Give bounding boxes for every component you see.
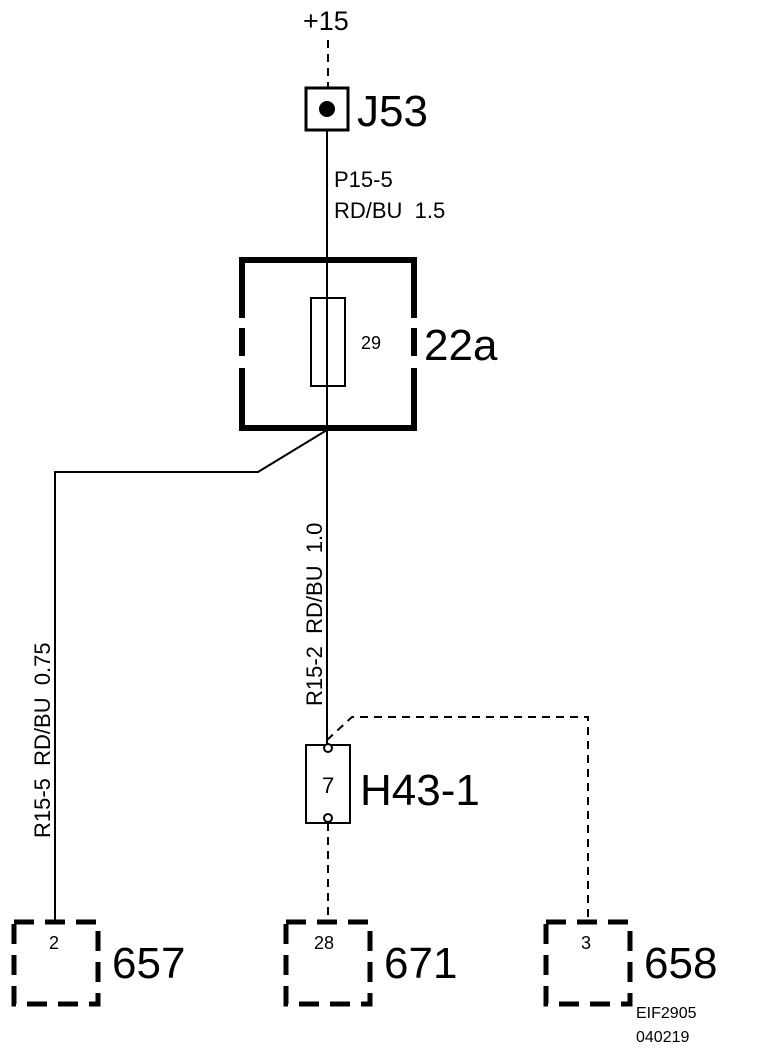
reference-date: 040219	[636, 1029, 689, 1046]
supply-wire-spec: RD/BU 1.5	[334, 198, 445, 223]
fuse-number: 29	[361, 333, 381, 353]
connector-pin-label: 7	[322, 773, 334, 798]
junction-dot	[319, 101, 335, 117]
component-671-box	[283, 919, 373, 1007]
connector-label: H43-1	[360, 766, 480, 815]
component-671-pin: 28	[314, 933, 334, 953]
reference-code: EIF2905	[636, 1005, 697, 1022]
component-671-label: 671	[384, 939, 457, 988]
center-wire-label: R15-2 RD/BU 1.0	[302, 523, 327, 706]
component-658-label: 658	[644, 939, 717, 988]
left-wire-label: R15-5 RD/BU 0.75	[30, 642, 55, 838]
component-657-box	[11, 919, 101, 1007]
dashed-link-658	[326, 716, 589, 922]
connector-pin-top	[323, 743, 333, 753]
connector-pin-bottom	[323, 813, 333, 823]
component-657-label: 657	[112, 939, 185, 988]
left-branch-wire	[54, 429, 328, 922]
component-658-pin: 3	[581, 933, 591, 953]
fuse-box-label: 22a	[424, 321, 498, 370]
power-label: +15	[303, 6, 349, 36]
junction-label: J53	[357, 87, 428, 136]
supply-wire-code: P15-5	[334, 167, 393, 192]
fuse-element	[310, 297, 346, 387]
component-657-pin: 2	[49, 933, 59, 953]
component-658-box	[543, 919, 633, 1007]
